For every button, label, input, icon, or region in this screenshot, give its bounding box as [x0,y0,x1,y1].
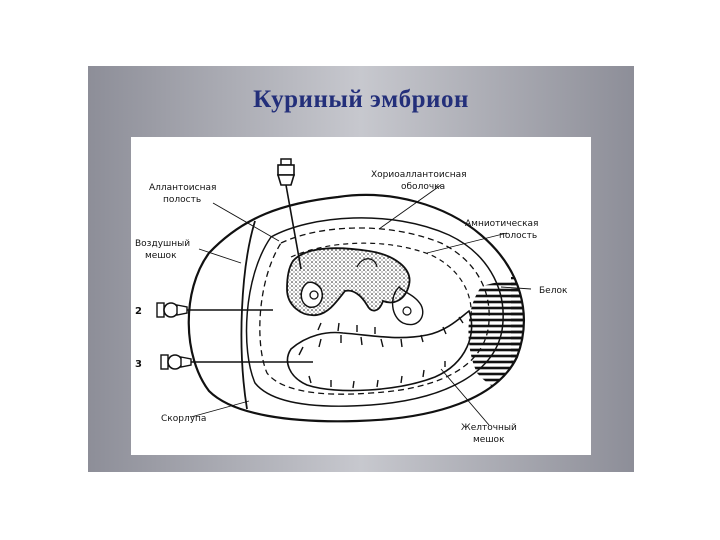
air-sac-boundary [241,221,255,409]
label-allantoic-2: полость [163,195,201,205]
yolk-villi [299,317,463,388]
chicken-embryo-diagram: Аллантоисная полость Воздушный мешок Хор… [131,137,591,455]
label-albumen: Белок [539,286,568,296]
slide-title: Куриный эмбрион [88,86,634,114]
needle-1 [278,159,301,269]
yolk-sac [288,311,472,391]
label-allantoic-1: Аллантоисная [149,183,216,193]
label-yolk-2: мешок [473,435,505,445]
label-air-sac-2: мешок [145,251,177,261]
label-shell: Скорлупа [161,414,206,424]
label-needle-2: 2 [135,306,142,317]
label-amnion-2: полость [499,231,537,241]
needle-3 [161,355,313,369]
chorioallantoic-membrane [247,218,504,406]
label-needle-3: 3 [135,359,142,370]
label-chorio-1: Хориоаллантоисная [371,170,467,180]
label-amnion-1: Амниотическая [465,219,538,229]
diagram-panel: Аллантоисная полость Воздушный мешок Хор… [131,137,591,455]
slide: Куриный эмбрион [88,66,634,472]
label-yolk-1: Желточный [461,423,517,433]
needle-2 [157,303,273,317]
label-air-sac-1: Воздушный [135,239,190,249]
label-chorio-2: оболочка [401,182,445,192]
